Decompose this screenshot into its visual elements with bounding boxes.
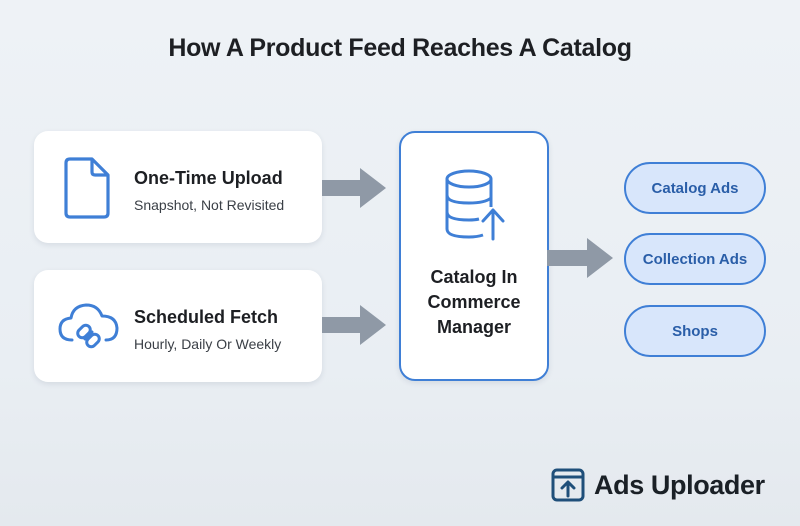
source-card-one-time-upload: One-Time Upload Snapshot, Not Revisited <box>34 131 322 243</box>
brand-logo: Ads Uploader <box>551 467 765 503</box>
output-shops: Shops <box>624 305 766 357</box>
catalog-box: Catalog In Commerce Manager <box>399 131 549 381</box>
brand-name: Ads Uploader <box>594 469 765 500</box>
source-subtitle: Hourly, Daily Or Weekly <box>134 336 282 352</box>
catalog-label: Catalog In Commerce Manager <box>427 267 521 337</box>
cloud-link-icon <box>58 303 119 349</box>
diagram-title: How A Product Feed Reaches A Catalog <box>168 34 632 62</box>
output-collection-ads: Collection Ads <box>624 233 766 285</box>
source-title: One-Time Upload <box>134 168 283 188</box>
source-title: Scheduled Fetch <box>134 307 279 327</box>
upload-box-icon <box>551 468 585 502</box>
arrow-right-icon <box>547 238 613 278</box>
source-subtitle: Snapshot, Not Revisited <box>134 197 285 213</box>
arrow-right-icon <box>322 305 386 345</box>
document-icon <box>64 157 110 219</box>
output-catalog-ads: Catalog Ads <box>624 162 766 214</box>
database-upload-icon <box>445 169 505 241</box>
arrow-right-icon <box>322 168 386 208</box>
source-card-scheduled-fetch: Scheduled Fetch Hourly, Daily Or Weekly <box>34 270 322 382</box>
